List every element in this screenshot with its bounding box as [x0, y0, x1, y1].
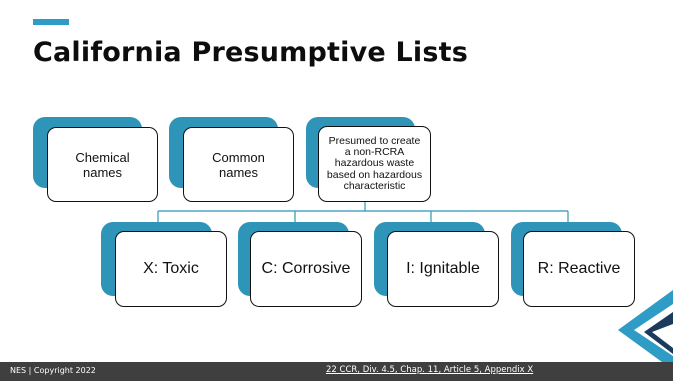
node-common-names-label: Common names [212, 149, 265, 180]
node-chemical-names: Chemical names [47, 127, 158, 202]
title-accent-bar [33, 19, 69, 25]
node-presumed: Presumed to create a non-RCRA hazardous … [318, 126, 431, 202]
footer-reference-link[interactable]: 22 CCR, Div. 4.5, Chap. 11, Article 5, A… [326, 365, 534, 375]
node-reactive-label: R: Reactive [537, 260, 621, 277]
node-common-names: Common names [183, 127, 294, 202]
node-reactive: R: Reactive [523, 231, 635, 307]
node-corrosive: C: Corrosive [250, 231, 362, 307]
node-presumed-label: Presumed to create a non-RCRA hazardous … [326, 134, 423, 192]
node-corrosive-label: C: Corrosive [261, 260, 351, 277]
node-ignitable-label: I: Ignitable [406, 260, 480, 277]
node-toxic: X: Toxic [115, 231, 227, 307]
footer-bar: NES | Copyright 2022 22 CCR, Div. 4.5, C… [0, 362, 673, 381]
node-chemical-names-label: Chemical names [75, 149, 130, 180]
node-toxic-label: X: Toxic [143, 260, 199, 277]
slide-title: California Presumptive Lists [33, 37, 469, 68]
node-ignitable: I: Ignitable [387, 231, 499, 307]
chevron-logo-icon [618, 290, 673, 362]
footer-copyright: NES | Copyright 2022 [10, 366, 96, 375]
